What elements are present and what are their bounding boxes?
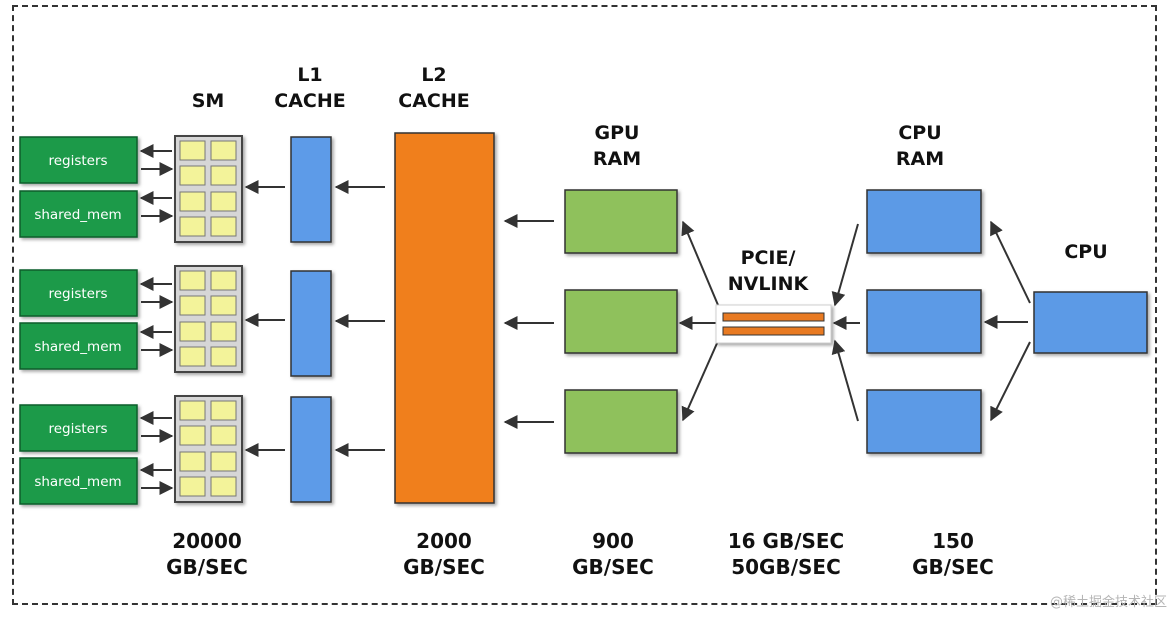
sm-bandwidth-line1: 20000 — [172, 529, 242, 553]
sm-block-1: registers shared_mem — [19, 135, 385, 243]
cpu-ram-to-pcie-arrow-3 — [831, 339, 859, 422]
shared-mem-label-3: shared_mem — [34, 474, 121, 490]
cpu-ram-header-line1: CPU — [898, 122, 941, 144]
pcie-bandwidth-line2: 50GB/SEC — [731, 555, 841, 579]
gpu-ram-box-3 — [564, 389, 678, 454]
cpu-ram-bandwidth-line2: GB/SEC — [912, 555, 994, 579]
sm-block-3: registers shared_mem — [19, 395, 385, 505]
cpu-ram-box-1 — [866, 189, 982, 254]
cpu-ram-box-3 — [866, 389, 982, 454]
shared-mem-box-3 — [19, 457, 138, 505]
pcie-nvlink-connector — [715, 304, 832, 344]
gpu-ram-header-line1: GPU — [595, 122, 640, 144]
dashed-frame — [12, 5, 1157, 605]
gpu-ram-bandwidth-line2: GB/SEC — [572, 555, 654, 579]
gpu-ram-bandwidth-line1: 900 — [592, 529, 634, 553]
cpu-ram-bandwidth-line1: 150 — [932, 529, 974, 553]
pcie-bandwidth-line1: 16 GB/SEC — [728, 529, 845, 553]
shared-mem-label-2: shared_mem — [34, 339, 121, 355]
l2-cache-box — [394, 132, 495, 504]
l2-bandwidth-line2: GB/SEC — [403, 555, 485, 579]
sm-header: SM — [192, 90, 225, 112]
pcie-to-gpu-ram-arrow-1 — [681, 220, 719, 306]
registers-label-3: registers — [48, 421, 107, 437]
watermark-text: @稀土掘金技术社区 — [1050, 594, 1167, 610]
registers-label-2: registers — [48, 286, 107, 302]
shared-mem-box-1 — [19, 190, 138, 238]
l2-header-line2: CACHE — [398, 90, 469, 112]
l2-header-line1: L2 — [421, 64, 446, 86]
l1-header-line1: L1 — [297, 64, 322, 86]
l1-header-line2: CACHE — [274, 90, 345, 112]
pcie-to-gpu-ram-arrow-3 — [681, 340, 719, 422]
cpu-ram-to-pcie-arrow-1 — [831, 223, 859, 307]
gpu-ram-box-2 — [564, 289, 678, 354]
cpu-to-cpu-ram-arrow-3 — [990, 341, 1031, 422]
shared-mem-label-1: shared_mem — [34, 207, 121, 223]
shared-mem-box-2 — [19, 322, 138, 370]
sm-bandwidth-line2: GB/SEC — [166, 555, 248, 579]
registers-label-1: registers — [48, 153, 107, 169]
sm-unit-2 — [174, 265, 243, 373]
sm-unit-1 — [174, 135, 243, 243]
cpu-to-cpu-ram-arrow-1 — [990, 220, 1031, 304]
sm-block-2: registers shared_mem — [19, 265, 385, 377]
l1-cache-box-2 — [290, 270, 332, 377]
registers-box-2 — [19, 269, 138, 317]
registers-box-3 — [19, 404, 138, 452]
l2-bandwidth-line1: 2000 — [416, 529, 472, 553]
gpu-ram-header-line2: RAM — [593, 148, 641, 170]
pcie-header-line1: PCIE/ — [741, 247, 796, 269]
l1-cache-box-3 — [290, 396, 332, 503]
pcie-header-line2: NVLINK — [728, 273, 810, 295]
cpu-ram-header-line2: RAM — [896, 148, 944, 170]
cpu-ram-box-2 — [866, 289, 982, 354]
l1-cache-box-1 — [290, 136, 332, 243]
cpu-header: CPU — [1064, 241, 1107, 263]
registers-box-1 — [19, 136, 138, 184]
cpu-box — [1033, 291, 1148, 354]
sm-unit-3 — [174, 395, 243, 503]
gpu-ram-box-1 — [564, 189, 678, 254]
